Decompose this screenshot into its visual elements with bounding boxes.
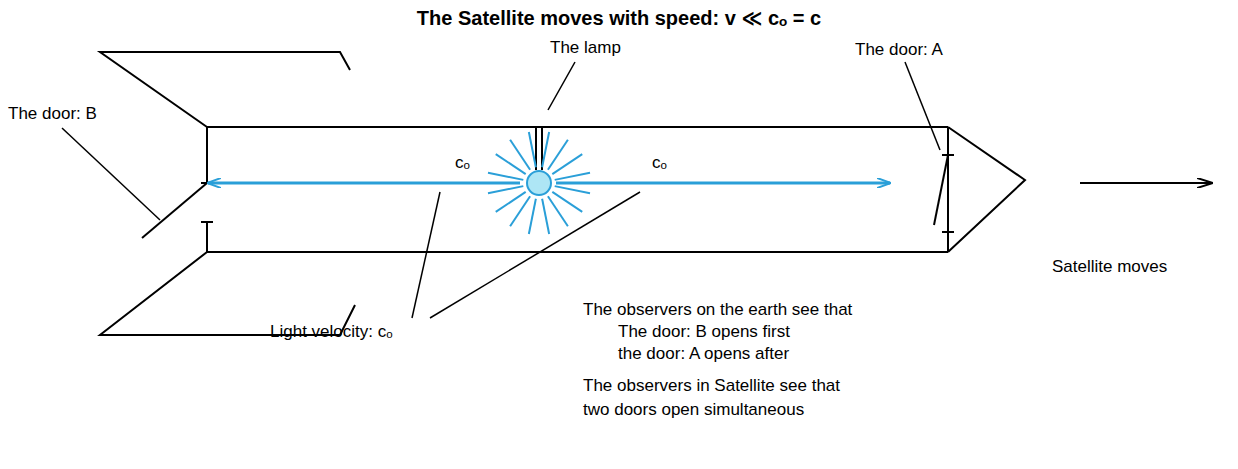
lamp-ray bbox=[555, 173, 590, 180]
speed-symbol: cₒ bbox=[455, 153, 470, 173]
callout-label: The door: A bbox=[855, 40, 943, 60]
note-text: two doors open simultaneous bbox=[583, 400, 804, 420]
note-text: The observers on the earth see that bbox=[583, 300, 852, 320]
lamp-ray bbox=[542, 132, 549, 167]
callout-label: Light velocity: cₒ bbox=[270, 322, 393, 342]
speed-symbol: cₒ bbox=[652, 153, 667, 173]
lamp-ray bbox=[488, 173, 523, 180]
lamp-ray bbox=[529, 132, 536, 167]
lamp-ray bbox=[555, 186, 590, 193]
note-text: The observers in Satellite see that bbox=[583, 376, 840, 396]
lamp-ray bbox=[548, 196, 568, 226]
lamp-ray bbox=[488, 186, 523, 193]
note-text: the door: A opens after bbox=[618, 344, 789, 364]
lamp-ray bbox=[542, 199, 549, 234]
callout-label: The door: B bbox=[8, 104, 97, 124]
lamp-ray bbox=[529, 199, 536, 234]
lamp-ray bbox=[496, 192, 526, 212]
note-text: The door: B opens first bbox=[618, 322, 790, 342]
motion-label: Satellite moves bbox=[1052, 257, 1167, 277]
lamp-ray bbox=[510, 140, 530, 170]
title: The Satellite moves with speed: v ≪ cₒ =… bbox=[0, 6, 1238, 30]
lamp-ray bbox=[552, 154, 582, 174]
callout-label: The lamp bbox=[550, 38, 621, 58]
